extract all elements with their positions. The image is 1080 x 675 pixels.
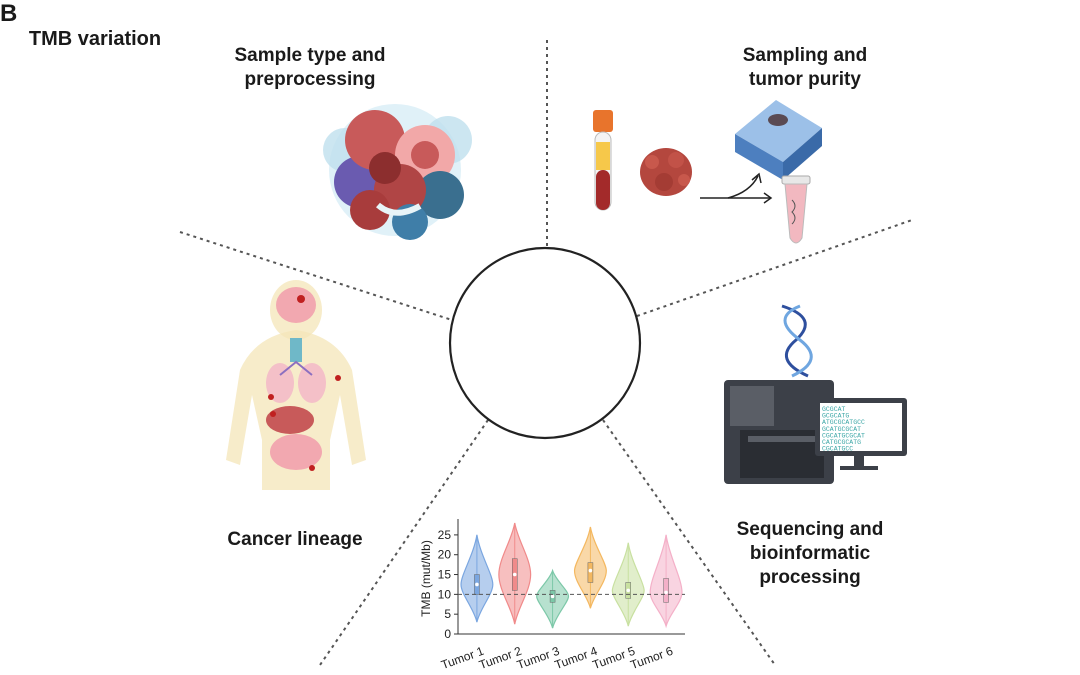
y-tick-label: 0 bbox=[444, 627, 451, 641]
tumor-mass-icon bbox=[640, 148, 692, 196]
sequence-line: GCGCATG bbox=[822, 413, 849, 420]
label-sequencing: Sequencing and bioinformatic processing bbox=[710, 518, 910, 590]
y-tick-label: 10 bbox=[438, 587, 452, 601]
spoke-lower-right bbox=[602, 419, 776, 666]
label-sequencing-line1: Sequencing and bbox=[736, 519, 884, 540]
spoke-lower-left bbox=[319, 419, 489, 666]
violin-box bbox=[663, 578, 669, 603]
sequence-line: GCATGCGCAT bbox=[822, 426, 861, 433]
human-body-icon bbox=[226, 280, 366, 490]
y-tick-label: 20 bbox=[438, 548, 452, 562]
y-axis-label: TMB (mut/Mb) bbox=[419, 540, 433, 617]
violin-median bbox=[588, 568, 593, 573]
label-cancer-lineage: Cancer lineage bbox=[205, 528, 385, 552]
tissue-block-icon bbox=[735, 100, 822, 180]
label-sequencing-line3: processing bbox=[759, 567, 861, 588]
violin-median bbox=[626, 588, 631, 593]
label-sampling: Sampling and tumor purity bbox=[705, 44, 905, 92]
label-cancer-lineage-line1: Cancer lineage bbox=[227, 529, 363, 550]
sequence-line: CATGCGCATG bbox=[822, 439, 861, 446]
spoke-upper-left bbox=[179, 231, 453, 321]
sequence-line: GCGCAT bbox=[822, 406, 846, 413]
sequence-line: ATGCGCATGCC bbox=[822, 419, 865, 426]
spokes bbox=[179, 40, 913, 666]
monitor-icon bbox=[815, 398, 907, 470]
label-sample-type-line1: Sample type and bbox=[234, 45, 386, 66]
sequencer-icon bbox=[724, 380, 834, 484]
violin-box bbox=[587, 562, 594, 583]
blood-tube-icon bbox=[593, 110, 613, 211]
dna-helix-icon bbox=[781, 304, 813, 378]
sequence-line: CGCATGCC bbox=[822, 446, 853, 453]
label-sample-type-line2: preprocessing bbox=[244, 69, 376, 90]
violin-median bbox=[512, 572, 517, 577]
spoke-upper-right bbox=[636, 219, 913, 317]
violin-median bbox=[475, 582, 479, 587]
label-sampling-line1: Sampling and bbox=[742, 45, 868, 66]
sampling-arrows bbox=[700, 172, 773, 204]
violin-median bbox=[550, 594, 555, 599]
x-tick-label: Tumor 6 bbox=[628, 644, 675, 672]
label-sampling-line2: tumor purity bbox=[749, 69, 861, 90]
monitor-sequence-text: GCGCATGCGCATGATGCGCATGCCGCATGCGCATCGCATG… bbox=[822, 406, 865, 453]
cell-cluster-icon bbox=[323, 104, 472, 240]
y-tick-label: 15 bbox=[438, 568, 452, 582]
y-tick-label: 5 bbox=[444, 607, 451, 621]
eppendorf-tube-icon bbox=[781, 175, 811, 244]
violin-median bbox=[664, 590, 668, 595]
label-sample-type: Sample type and preprocessing bbox=[205, 44, 415, 92]
panel-letter: B bbox=[0, 0, 18, 27]
center-circle bbox=[448, 246, 642, 440]
y-tick-label: 25 bbox=[438, 528, 452, 542]
label-sequencing-line2: bioinformatic bbox=[749, 543, 871, 564]
center-title: TMB variation bbox=[28, 28, 162, 50]
sequence-line: CGCATGCGCAT bbox=[822, 432, 865, 439]
